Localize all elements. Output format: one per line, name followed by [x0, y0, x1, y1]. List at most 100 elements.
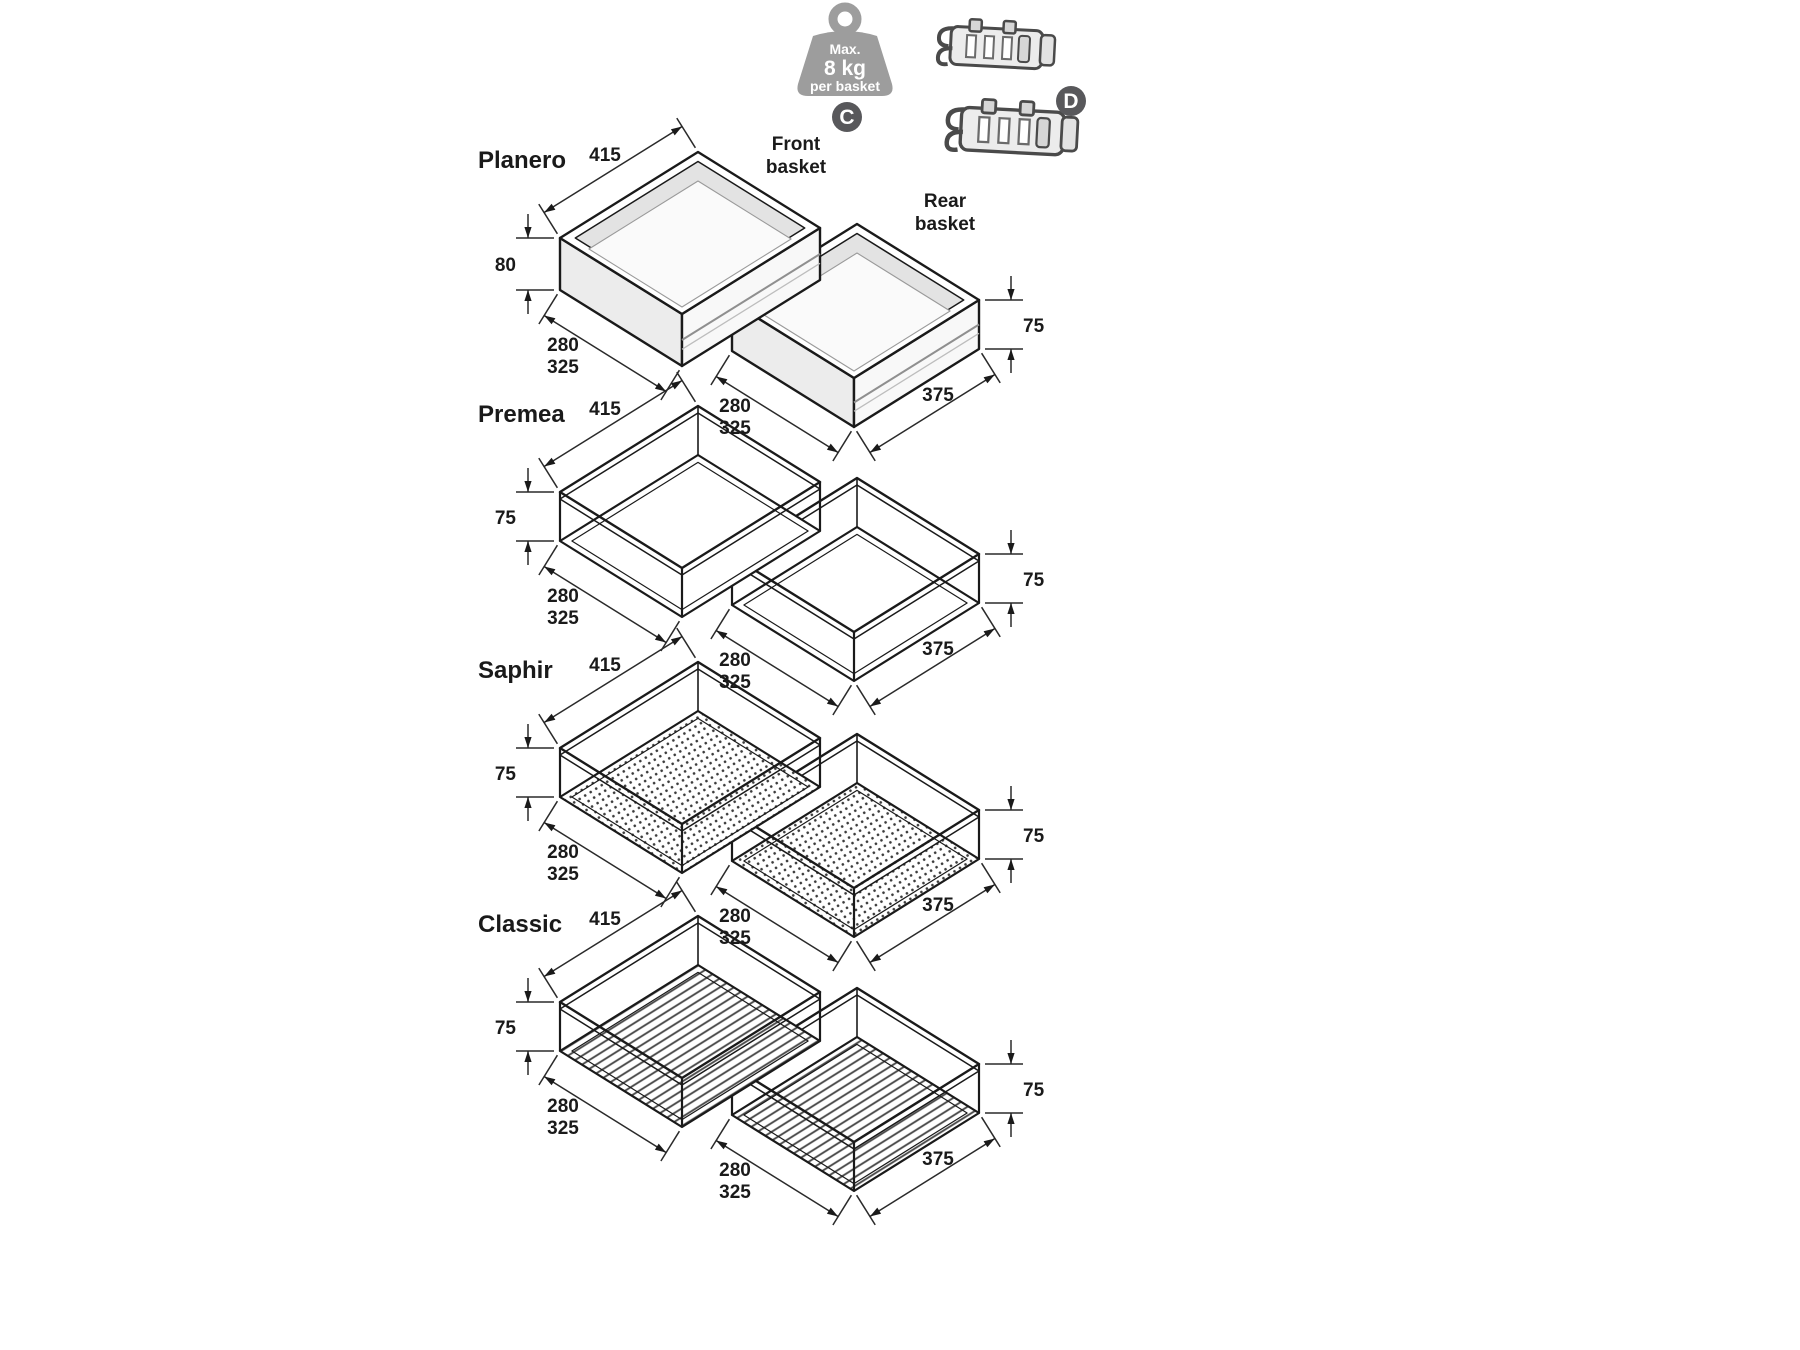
dimension-arrow [716, 630, 728, 640]
dimension-line [543, 889, 683, 978]
product-name: Planero [478, 147, 566, 174]
dimension-arrow [524, 991, 532, 1002]
drawer-rail [853, 332, 980, 412]
dimension-arrow [1007, 603, 1015, 614]
product-name: Premea [478, 401, 565, 428]
front-basket-caption-line2: basket [766, 157, 827, 178]
extension-line [980, 352, 1001, 384]
badge-c: C [832, 102, 862, 132]
rear-basket-caption: Rear basket [915, 191, 976, 235]
extension-line [538, 800, 559, 832]
rear-depth-min-label: 280 [719, 396, 751, 417]
rear-depth-max-label: 325 [719, 1182, 751, 1203]
badge-d: D [1056, 86, 1086, 116]
dimension-arrow [524, 290, 532, 301]
dimension-arrow [524, 797, 532, 808]
max-weight-icon: Max. 8 kg per basket [797, 2, 893, 96]
front-depth-min-label: 280 [547, 586, 579, 607]
extension-line [676, 627, 697, 659]
front-basket-caption-line1: Front [772, 134, 821, 155]
product-name: Saphir [478, 657, 553, 684]
extension-line [538, 293, 559, 325]
basket-base-rim [743, 789, 968, 931]
weight-label-line1: Max. [829, 41, 860, 57]
basket-rim [730, 476, 981, 634]
badge-d-label: D [1063, 90, 1078, 113]
height-dimension-label: 75 [1023, 826, 1045, 847]
weight-label-line3: per basket [810, 78, 880, 94]
dimension-arrow [1007, 859, 1015, 870]
dimension-arrow [524, 227, 532, 238]
extension-line [980, 862, 1001, 894]
height-dimension-label: 75 [495, 1018, 517, 1039]
dimension-arrow [544, 315, 556, 325]
front-width-label: 415 [589, 909, 621, 930]
basket-base-rim [743, 533, 968, 675]
front-basket-caption: Front basket [766, 134, 827, 178]
classic-front-basket [558, 914, 822, 1129]
drawer-rail [853, 323, 980, 404]
extension-line [832, 1194, 853, 1226]
dimension-arrow [826, 697, 839, 707]
height-dimension-label: 80 [495, 255, 516, 276]
height-dimension-label: 75 [1023, 1080, 1045, 1101]
dimension-line [543, 821, 667, 900]
dimension-line [715, 1139, 839, 1218]
dimension-arrow [1007, 1053, 1015, 1064]
planero-front-basket [558, 150, 822, 368]
basket-rim-lower [731, 484, 980, 640]
dimension-arrow [544, 713, 556, 723]
front-depth-min-label: 280 [547, 1096, 579, 1117]
dimension-arrow [1007, 349, 1015, 360]
dimension-arrow [826, 1207, 839, 1217]
front-width-label: 415 [589, 655, 621, 676]
front-width-label: 415 [589, 399, 621, 420]
premea-rear-basket [730, 476, 981, 683]
dimension-arrow [869, 697, 882, 707]
dimension-arrow [654, 382, 667, 392]
weight-handle-icon [828, 2, 862, 36]
basket-rim [558, 660, 822, 826]
extension-line [538, 713, 559, 745]
extension-line [538, 457, 559, 489]
extension-line [832, 940, 853, 972]
dimension-arrow [1007, 543, 1015, 554]
drawer-rail [681, 253, 821, 341]
badge-c-circle [832, 102, 862, 132]
dimension-arrow [716, 886, 728, 896]
extension-line [855, 684, 876, 716]
extension-line [660, 369, 681, 401]
badge-d-circle [1056, 86, 1086, 116]
dimension-arrow [826, 953, 839, 963]
dimension-arrow [544, 967, 556, 977]
dimension-arrow [983, 1138, 995, 1148]
front-depth-min-label: 280 [547, 335, 579, 356]
front-depth-min-label: 280 [547, 842, 579, 863]
basket-rim-lower [731, 994, 980, 1150]
height-dimension-label: 75 [1023, 316, 1045, 337]
front-width-label: 415 [589, 145, 621, 166]
rear-depth-max-label: 325 [719, 672, 751, 693]
basket-rim-lower [559, 412, 821, 576]
basket-base-rim [571, 717, 809, 867]
extension-line [710, 864, 731, 896]
front-depth-max-label: 325 [547, 1118, 579, 1139]
classic-rear-basket [730, 986, 981, 1193]
dimension-arrow [670, 380, 683, 390]
extension-line [710, 354, 731, 386]
dimension-arrow [826, 443, 839, 453]
dimension-line [869, 1137, 996, 1218]
extension-line [832, 430, 853, 462]
extension-line [980, 606, 1001, 638]
dimension-arrow [654, 633, 667, 643]
dimension-arrow [544, 1076, 556, 1086]
extension-line [980, 1116, 1001, 1148]
premea-front-basket [558, 404, 822, 619]
saphir-front-basket [558, 660, 822, 875]
dimension-arrow [524, 541, 532, 552]
